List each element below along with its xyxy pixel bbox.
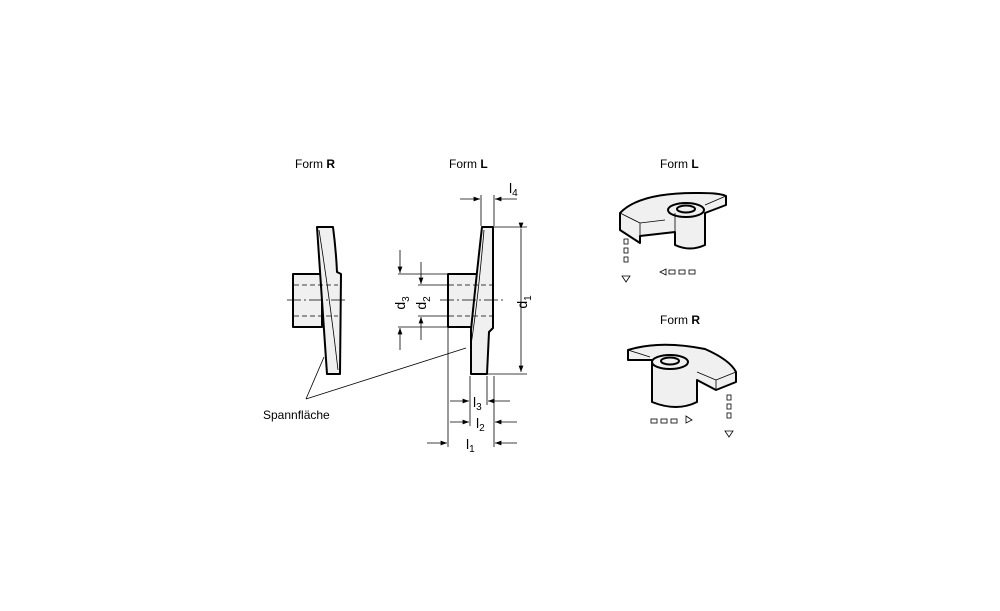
title-side-form-r: Form R (295, 157, 335, 171)
title-iso-form-l: Form L (660, 157, 699, 171)
rotation-arrow-left-icon (659, 268, 696, 276)
dim-label-d3: d3 (392, 296, 412, 310)
iso-view-form-l (619, 191, 727, 283)
callout-leaders (305, 347, 467, 400)
rotation-arrow-right-icon (650, 415, 693, 424)
dim-label-l3: l3 (473, 394, 482, 413)
dim-label-d2: d2 (413, 296, 433, 310)
dim-label-l1: l1 (466, 436, 475, 455)
title-side-form-l: Form L (449, 157, 488, 171)
title-iso-form-r: Form R (660, 313, 700, 327)
callout-spannflaeche: Spannfläche (263, 408, 330, 422)
side-view-form-l (397, 195, 527, 447)
dim-label-l2: l2 (476, 415, 485, 434)
rotation-arrow-down-icon (724, 394, 734, 438)
side-view-form-r (287, 226, 347, 375)
dim-label-d1: d1 (514, 295, 534, 309)
iso-view-form-r (627, 343, 737, 438)
rotation-arrow-down-icon (621, 238, 631, 283)
dim-label-l4: l4 (509, 180, 518, 199)
